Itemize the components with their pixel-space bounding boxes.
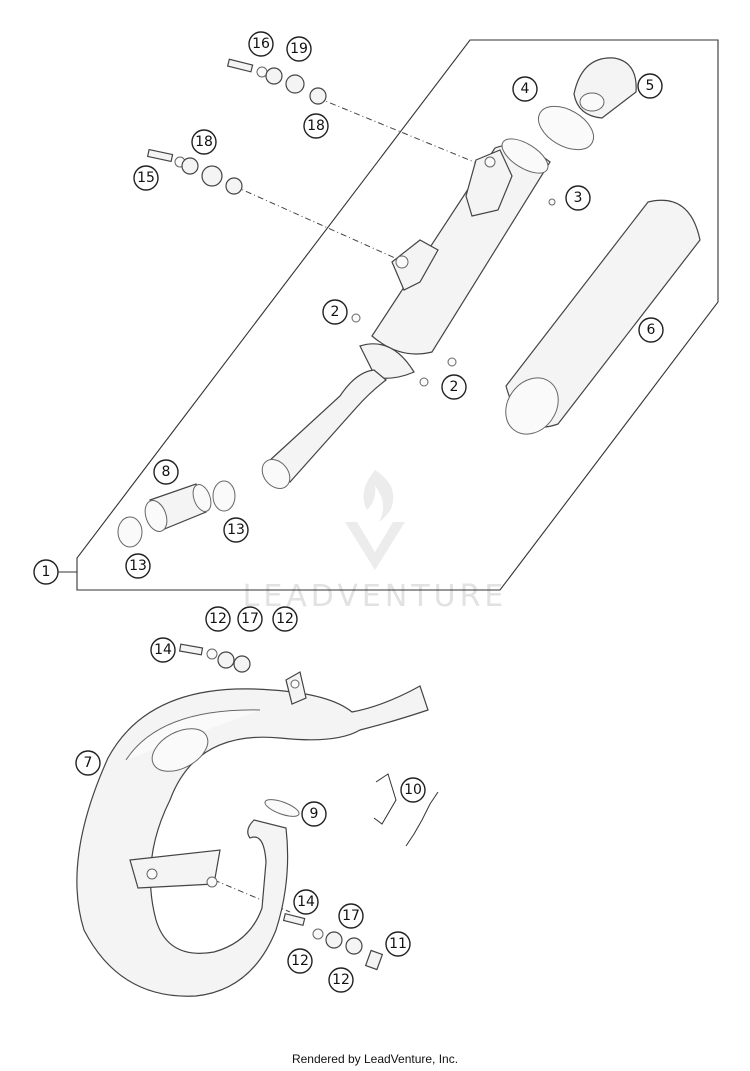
callout-6: 6 (638, 317, 664, 343)
end-cap (573, 57, 637, 119)
callout-14-b: 14 (293, 889, 319, 915)
callout-19: 19 (286, 36, 312, 62)
mount-line-upper (317, 97, 485, 167)
svg-text:12: 12 (332, 972, 350, 988)
callout-13-a: 13 (223, 517, 249, 543)
callout-8: 8 (153, 459, 179, 485)
callout-10: 10 (400, 777, 426, 803)
svg-text:8: 8 (162, 464, 171, 480)
svg-text:5: 5 (646, 78, 655, 94)
svg-text:14: 14 (154, 642, 172, 658)
callout-3: 3 (565, 185, 591, 211)
callout-12-b: 12 (272, 606, 298, 632)
callout-5: 5 (637, 73, 663, 99)
o-ring (538, 105, 594, 151)
callout-14-a: 14 (150, 637, 176, 663)
lower-mount-hardware (178, 643, 384, 971)
svg-text:10: 10 (404, 782, 422, 798)
callout-15: 15 (133, 165, 159, 191)
callout-7: 7 (75, 750, 101, 776)
svg-text:2: 2 (331, 304, 340, 320)
callout-4: 4 (512, 76, 538, 102)
svg-text:17: 17 (342, 908, 360, 924)
svg-text:13: 13 (129, 558, 147, 574)
callout-11: 11 (385, 931, 411, 957)
svg-text:13: 13 (227, 522, 245, 538)
spring-ring (264, 799, 300, 817)
svg-text:18: 18 (307, 118, 325, 134)
watermark-logo: LEADVENTURE (243, 470, 503, 614)
svg-text:14: 14 (297, 894, 315, 910)
connector-sleeve (144, 483, 212, 532)
svg-text:6: 6 (647, 322, 656, 338)
footer-credit: Rendered by LeadVenture, Inc. (291, 1052, 459, 1066)
v-mark-icon (345, 522, 405, 570)
exhaust-springs (373, 773, 439, 847)
callout-9: 9 (301, 801, 327, 827)
seal-ring-lower (117, 516, 143, 548)
callout-17-b: 17 (338, 903, 364, 929)
callout-2-lower: 2 (441, 374, 467, 400)
seal-ring-upper (212, 480, 236, 512)
callout-16: 16 (248, 31, 274, 57)
callout-18-b: 18 (303, 113, 329, 139)
callout-1: 1 (33, 559, 59, 585)
exhaust-header-pipe (76, 671, 429, 997)
svg-text:15: 15 (137, 170, 155, 186)
upper-mount-hardware (146, 58, 556, 387)
svg-text:12: 12 (276, 611, 294, 627)
callout-17-a: 17 (237, 606, 263, 632)
mount-line-lower (233, 185, 405, 263)
svg-text:4: 4 (521, 81, 530, 97)
svg-text:19: 19 (290, 41, 308, 57)
svg-text:7: 7 (84, 755, 93, 771)
muffler-housing (261, 138, 551, 489)
callout-18-a: 18 (191, 129, 217, 155)
svg-text:12: 12 (209, 611, 227, 627)
svg-text:1: 1 (42, 564, 51, 580)
svg-text:9: 9 (310, 806, 319, 822)
silencer-sleeve (505, 199, 701, 435)
callout-12-a: 12 (205, 606, 231, 632)
assembly-frame-muffler (76, 39, 719, 591)
svg-text:18: 18 (195, 134, 213, 150)
callout-12-d: 12 (328, 967, 354, 993)
svg-text:12: 12 (291, 953, 309, 969)
callout-12-c: 12 (287, 948, 313, 974)
flame-icon (363, 470, 394, 522)
svg-text:2: 2 (450, 379, 459, 395)
svg-text:16: 16 (252, 36, 270, 52)
svg-text:11: 11 (389, 936, 407, 952)
svg-text:17: 17 (241, 611, 259, 627)
callout-2-upper: 2 (322, 299, 348, 325)
svg-text:3: 3 (574, 190, 583, 206)
callout-13-b: 13 (125, 553, 151, 579)
